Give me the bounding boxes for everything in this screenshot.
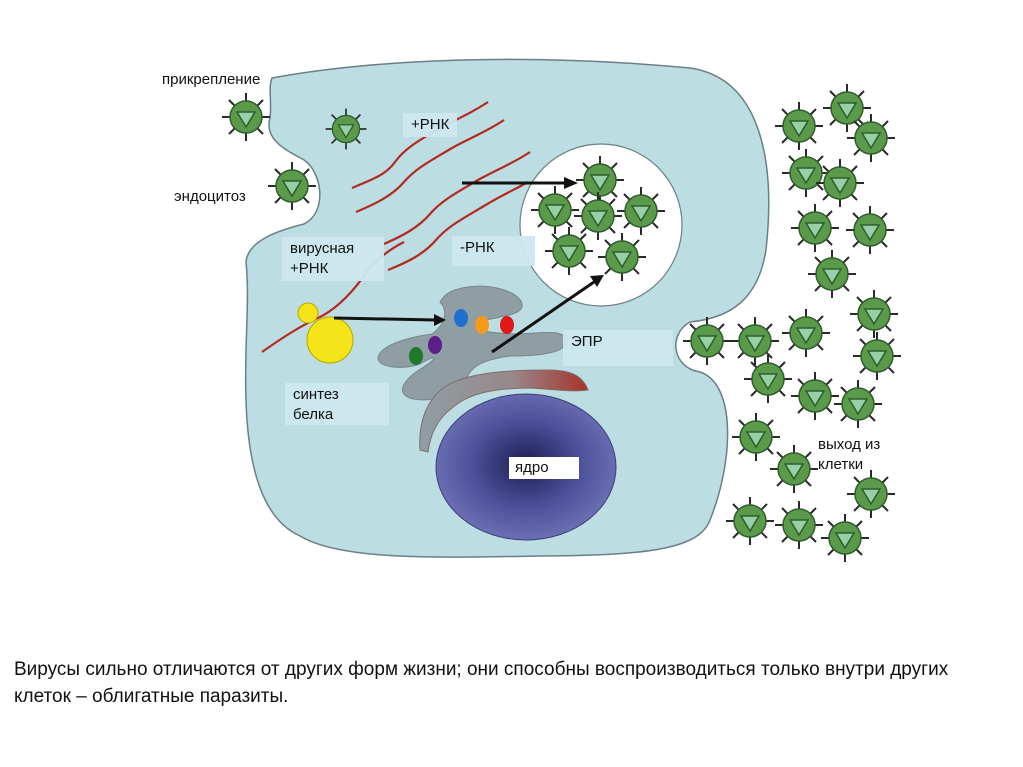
virus-entering — [324, 107, 368, 151]
virus-icon — [616, 186, 666, 236]
proteins — [409, 309, 514, 365]
virus-icon — [544, 226, 594, 276]
virus-icon — [846, 113, 896, 163]
virus-icon — [852, 331, 902, 381]
label-viral-rna-line2: +РНК — [290, 260, 329, 277]
virus-icon — [774, 500, 824, 550]
protein-blue — [454, 309, 468, 327]
label-attachment: прикрепление — [162, 71, 261, 88]
protein-orange — [475, 316, 489, 334]
label-nucleus: ядро — [509, 457, 579, 479]
label-protein-synthesis: синтез белка — [285, 383, 389, 425]
virus-icon — [849, 289, 899, 339]
plus-rna-strands — [261, 101, 531, 353]
caption-text: Вирусы сильно отличаются от других форм … — [14, 659, 949, 707]
virus-endocytosis — [267, 161, 317, 211]
label-viral-rna: вирусная +РНК — [282, 237, 385, 281]
virus-icon — [781, 308, 831, 358]
label-viral-rna-line1: вирусная — [290, 240, 355, 257]
virus-icon — [769, 444, 819, 494]
label-protein-line2: белка — [293, 406, 334, 423]
virus-icon — [846, 469, 896, 519]
virus-icon — [725, 496, 775, 546]
virus-icon — [781, 148, 831, 198]
rough-er — [419, 369, 589, 453]
virus-icon — [774, 101, 824, 151]
virus-icon — [790, 203, 840, 253]
label-minus-rna: -РНК — [452, 236, 535, 266]
label-protein-line1: синтез — [293, 386, 339, 403]
virus-icon — [530, 185, 580, 235]
virus-icon — [743, 354, 793, 404]
protein-red — [500, 316, 514, 334]
process-arrows — [333, 177, 604, 354]
arrowhead — [564, 177, 578, 189]
virus-icon — [807, 249, 857, 299]
virus-icon — [815, 158, 865, 208]
virus-icon — [682, 316, 732, 366]
arrowhead — [434, 314, 446, 326]
virus-icon — [845, 205, 895, 255]
virus-icon — [833, 379, 883, 429]
protein-green — [409, 347, 423, 365]
virus-icon — [597, 232, 647, 282]
virus-icon — [573, 191, 623, 241]
label-endocytosis: эндоцитоз — [174, 188, 246, 205]
arrowhead — [590, 275, 604, 287]
virus-icon — [575, 155, 625, 205]
ribosome-large — [306, 316, 354, 364]
virus-icon — [790, 371, 840, 421]
label-exit-line2: клетки — [818, 456, 864, 473]
ribosome-small — [297, 302, 319, 324]
label-exit: выход из клетки — [818, 435, 880, 475]
label-exit-line1: выход из — [818, 436, 881, 453]
virus-icon — [820, 513, 870, 563]
virus-icon — [730, 316, 780, 366]
label-er: ЭПР — [563, 330, 673, 366]
label-plus-rna: +РНК — [403, 113, 458, 137]
protein-purple — [428, 336, 442, 354]
viral-rna-strand — [261, 241, 405, 353]
virus-attaching — [221, 92, 271, 142]
virus-icon — [731, 412, 781, 462]
